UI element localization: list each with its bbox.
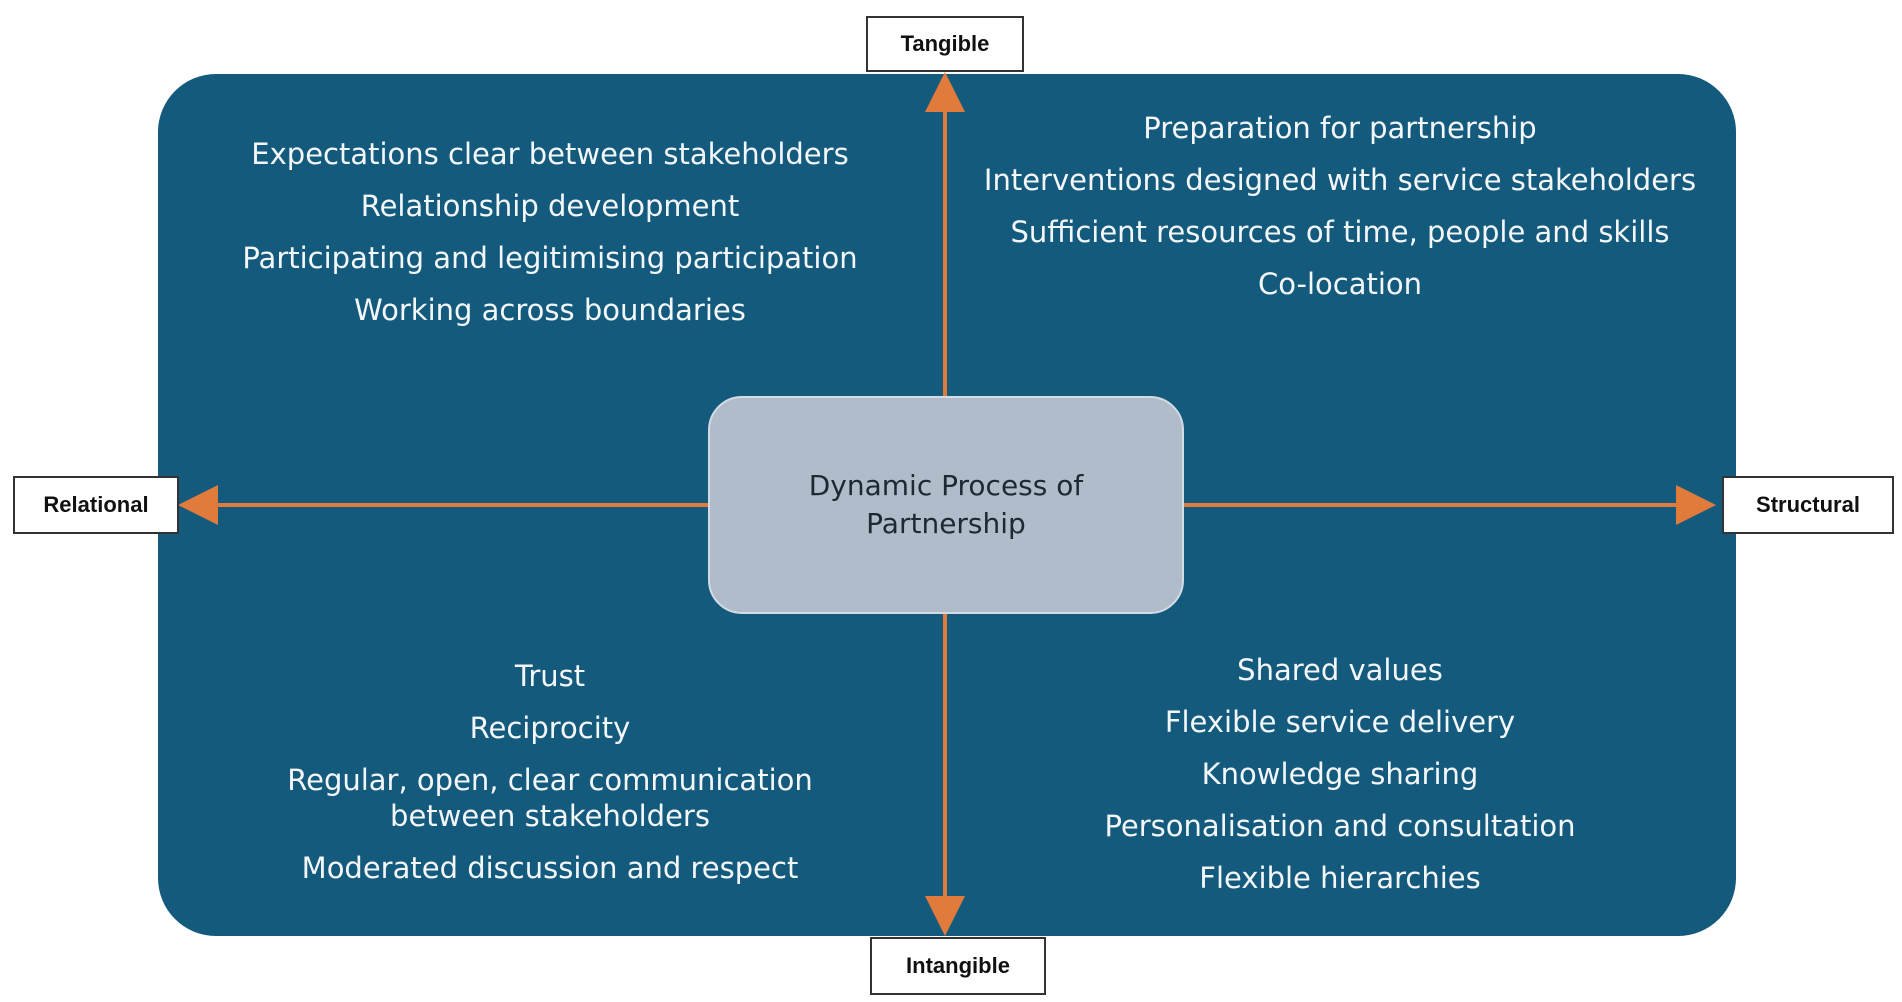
quadrant-bottom-right: Shared values Flexible service delivery …	[1000, 652, 1680, 912]
quadrant-item: Co-location	[1257, 267, 1423, 301]
quadrant-item: Shared values	[1237, 653, 1443, 687]
quadrant-item: Expectations clear between stakeholders	[251, 137, 849, 171]
quadrant-item: Flexible service delivery	[1164, 705, 1516, 739]
quadrant-item: Knowledge sharing	[1201, 757, 1479, 791]
quadrant-top-right: Preparation for partnership Intervention…	[960, 110, 1720, 318]
axis-label-tangible: Tangible	[866, 16, 1024, 72]
quadrant-item: Preparation for partnership	[1143, 111, 1537, 145]
quadrant-item: Moderated discussion and respect	[301, 851, 799, 885]
quadrant-item: Relationship development	[360, 189, 740, 223]
quadrant-item: Flexible hierarchies	[1199, 861, 1481, 895]
axis-label-relational: Relational	[13, 476, 179, 534]
quadrant-item: Trust	[514, 659, 586, 693]
quadrant-bottom-left: Trust Reciprocity Regular, open, clear c…	[210, 658, 890, 902]
axis-label-intangible: Intangible	[870, 937, 1046, 995]
quadrant-item: Reciprocity	[469, 711, 631, 745]
quadrant-item: Interventions designed with service stak…	[983, 163, 1697, 197]
center-label: Dynamic Process of Partnership	[808, 469, 1084, 540]
center-box: Dynamic Process of Partnership	[708, 396, 1184, 614]
axis-label-structural: Structural	[1722, 476, 1894, 534]
quadrant-top-left: Expectations clear between stakeholders …	[210, 136, 890, 344]
quadrant-item: Working across boundaries	[354, 293, 746, 327]
quadrant-item: Participating and legitimising participa…	[242, 241, 858, 275]
quadrant-item: Personalisation and consultation	[1104, 809, 1576, 843]
quadrant-item: Regular, open, clear communication betwe…	[287, 763, 813, 833]
quadrant-item: Sufficient resources of time, people and…	[1010, 215, 1670, 249]
